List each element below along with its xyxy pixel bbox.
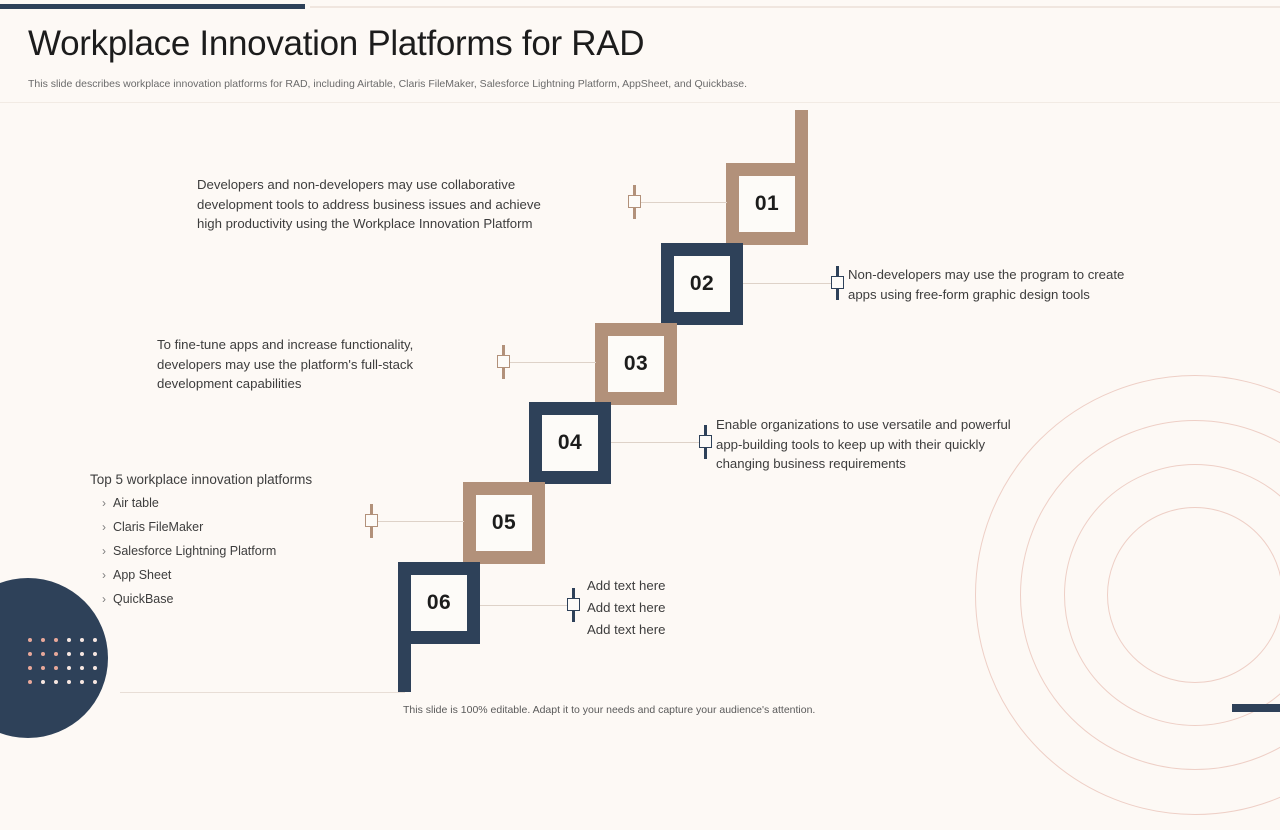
connector-marker-04	[699, 425, 712, 459]
step-04-desc-line-1: Enable organizations to use versatile an…	[716, 417, 1011, 432]
chevron-right-icon: ›	[102, 520, 106, 534]
bottom-accent-bar	[1232, 704, 1280, 712]
header-divider	[0, 102, 1280, 103]
list-item-label: Salesforce Lightning Platform	[113, 544, 277, 558]
step-number-03: 03	[623, 352, 649, 375]
step-box-04[interactable]: 04	[529, 402, 611, 484]
platforms-list: › Air table › Claris FileMaker › Salesfo…	[90, 496, 312, 616]
list-item-label: QuickBase	[113, 592, 174, 606]
step-01-desc-line-3: high productivity using the Workplace In…	[197, 216, 533, 231]
page-subtitle: This slide describes workplace innovatio…	[28, 78, 748, 90]
step-06-desc-line-1: Add text here	[587, 578, 666, 593]
connector-line-04	[611, 442, 706, 443]
step-01-desc-line-1: Developers and non-developers may use co…	[197, 177, 516, 192]
top-accent-bar-light	[310, 6, 1280, 8]
step-04-desc-line-3: changing business requirements	[716, 456, 906, 471]
connector-line-02	[743, 283, 838, 284]
step-01-description: Developers and non-developers may use co…	[197, 175, 541, 234]
step-03-desc-line-2: developers may use the platform's full-s…	[157, 356, 414, 372]
step-04-desc-line-2: app-building tools to keep up with their…	[716, 436, 986, 452]
bottom-divider	[120, 692, 405, 693]
list-item[interactable]: › QuickBase	[90, 592, 312, 616]
step-number-05: 05	[491, 511, 517, 534]
list-item-label: Claris FileMaker	[113, 520, 204, 534]
step-number-04: 04	[557, 431, 583, 454]
connector-line-01	[641, 202, 727, 203]
step-number-06: 06	[426, 591, 452, 614]
list-item[interactable]: › Salesforce Lightning Platform	[90, 544, 312, 568]
connector-line-06	[480, 605, 576, 606]
step-02-desc-line-2: apps using free-form graphic design tool…	[848, 286, 1090, 302]
connector-marker-02	[831, 266, 844, 300]
step-number-02: 02	[689, 272, 715, 295]
page-title: Workplace Innovation Platforms for RAD	[28, 24, 645, 63]
step-02-desc-line-1: Non-developers may use the program to cr…	[848, 267, 1125, 282]
platforms-list-title: Top 5 workplace innovation platforms	[90, 472, 313, 487]
step-box-03[interactable]: 03	[595, 323, 677, 405]
step-04-description: Enable organizations to use versatile an…	[716, 415, 1011, 474]
step-06-description: Add text here Add text here Add text her…	[587, 575, 665, 641]
step-box-01[interactable]: 01	[726, 163, 808, 245]
chevron-right-icon: ›	[102, 496, 106, 510]
connector-marker-03	[497, 345, 510, 379]
step-02-description: Non-developers may use the program to cr…	[848, 265, 1124, 304]
list-item[interactable]: › Air table	[90, 496, 312, 520]
step-box-05[interactable]: 05	[463, 482, 545, 564]
decorative-dot-grid	[28, 638, 106, 694]
chevron-right-icon: ›	[102, 568, 106, 582]
connector-marker-01	[628, 185, 641, 219]
step-03-desc-line-1: To fine-tune apps and increase functiona…	[157, 337, 414, 352]
step-03-description: To fine-tune apps and increase functiona…	[157, 335, 413, 394]
step-06-desc-line-3: Add text here	[587, 622, 666, 637]
platforms-list-block: Top 5 workplace innovation platforms › A…	[90, 472, 312, 616]
list-item[interactable]: › App Sheet	[90, 568, 312, 592]
list-item-label: Air table	[113, 496, 159, 510]
chevron-right-icon: ›	[102, 592, 106, 606]
chevron-right-icon: ›	[102, 544, 106, 558]
step-06-desc-line-2: Add text here	[587, 600, 666, 615]
step-box-06[interactable]: 06	[398, 562, 480, 644]
footer-note: This slide is 100% editable. Adapt it to…	[403, 704, 816, 716]
connector-line-03	[510, 362, 596, 363]
step-03-desc-line-3: development capabilities	[157, 376, 302, 391]
connector-marker-06	[567, 588, 580, 622]
top-accent-bar-dark	[0, 4, 305, 9]
step-box-02[interactable]: 02	[661, 243, 743, 325]
list-item[interactable]: › Claris FileMaker	[90, 520, 312, 544]
list-item-label: App Sheet	[113, 568, 172, 582]
step-number-01: 01	[754, 192, 780, 215]
connector-line-05	[378, 521, 464, 522]
step-06-tail	[398, 640, 411, 692]
connector-marker-05	[365, 504, 378, 538]
step-01-desc-line-2: development tools to address business is…	[197, 196, 541, 212]
